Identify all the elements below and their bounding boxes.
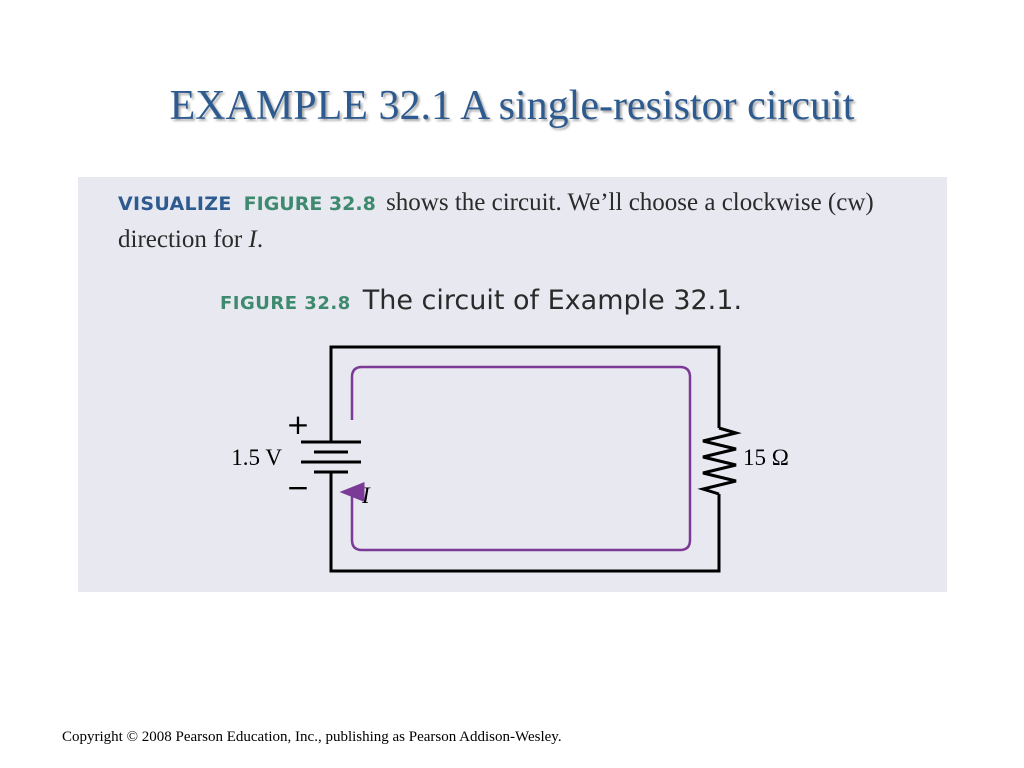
current-label: I — [361, 483, 371, 508]
battery-voltage-label: 1.5 V — [231, 445, 282, 470]
figure-label: FIGURE 32.8 — [220, 293, 351, 314]
battery-minus-sign: − — [286, 471, 309, 504]
current-direction-loop — [339, 365, 692, 552]
figure-reference: FIGURE 32.8 — [243, 193, 376, 215]
figure-caption-text: The circuit of Example 32.1. — [362, 285, 743, 316]
copyright-notice: Copyright © 2008 Pearson Education, Inc.… — [62, 729, 562, 745]
resistance-label: 15 Ω — [743, 445, 789, 470]
slide-title: EXAMPLE 32.1 A single-resistor circuit — [169, 83, 855, 129]
figure-caption: FIGURE 32.8 The circuit of Example 32.1. — [220, 285, 742, 316]
current-variable: I — [248, 226, 257, 253]
visualize-end-text: . — [256, 226, 264, 253]
visualize-keyword: VISUALIZE — [118, 193, 232, 215]
content-panel: VISUALIZE FIGURE 32.8 shows the circuit. … — [78, 177, 947, 592]
battery-plus-sign: + — [286, 408, 309, 441]
resistor-zigzag — [697, 426, 742, 496]
visualize-paragraph: VISUALIZE FIGURE 32.8 shows the circuit. … — [118, 185, 938, 258]
circuit-wire — [329, 345, 721, 573]
visualize-body-text: shows the circuit. We’ll choose a clockw… — [118, 189, 874, 253]
